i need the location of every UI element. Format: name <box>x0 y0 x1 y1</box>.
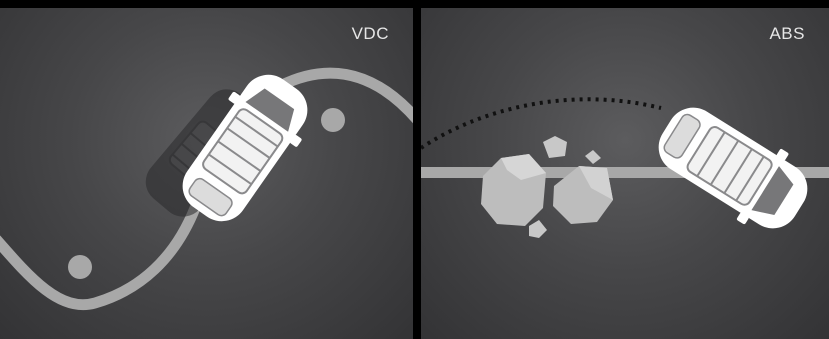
small-rock-mid <box>585 150 601 164</box>
marker-dot-lower <box>68 255 92 279</box>
small-rock-bottom <box>529 220 547 238</box>
small-rock-top <box>543 136 567 158</box>
abs-panel: ABS <box>421 8 829 339</box>
abs-car-icon <box>645 91 822 245</box>
abs-illustration <box>421 8 829 339</box>
vdc-label: VDC <box>352 24 389 44</box>
vdc-panel: VDC <box>0 8 413 339</box>
vdc-illustration <box>0 8 413 339</box>
marker-dot-upper <box>321 108 345 132</box>
trajectory-dotted-line <box>421 99 661 148</box>
abs-label: ABS <box>769 24 805 44</box>
rocks-icon <box>481 136 613 238</box>
